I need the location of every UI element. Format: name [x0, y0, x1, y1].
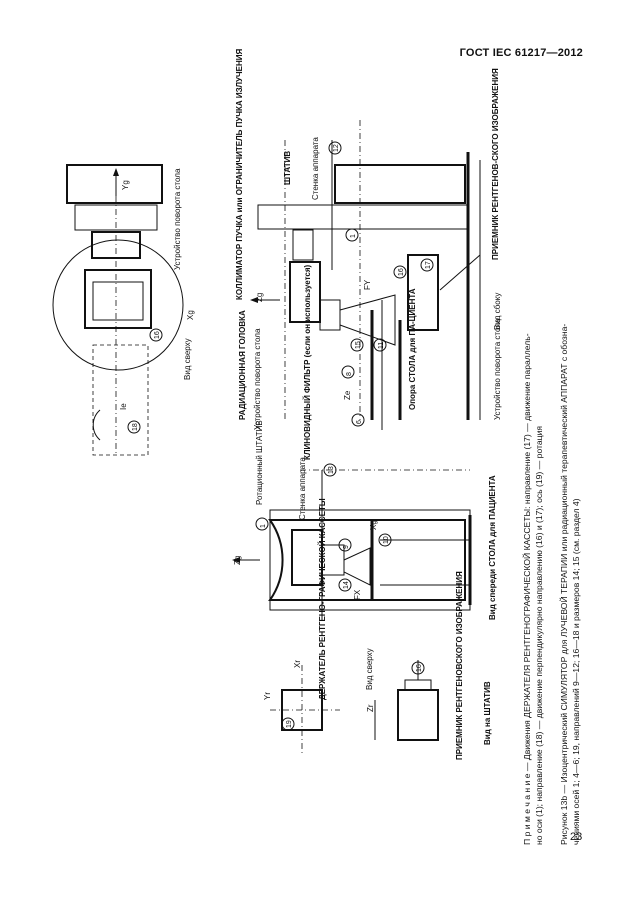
callout-1-bottom: 1 [260, 524, 267, 528]
axis-label-zg-bottom: Zg [233, 556, 242, 565]
standard-header: ГОСТ IEC 61217—2012 [459, 47, 583, 59]
label-view-above-top: Вид сверху [183, 338, 192, 380]
label-view-above-bottom: Вид сверху [365, 648, 374, 690]
collimator-body [84, 269, 152, 329]
stand-column [257, 204, 469, 230]
callout-18-top: 16 [398, 268, 405, 276]
callout-13: 13 [328, 466, 335, 474]
receptor-cap [404, 679, 432, 691]
page-number: 23 [570, 831, 583, 843]
cassette-holder-drawing [270, 660, 439, 755]
axis-label-yr: Yr [263, 692, 272, 700]
callout-circle [345, 228, 359, 242]
callout-circle [351, 413, 365, 427]
callout-1-top: 1 [350, 234, 357, 238]
callout-circle [338, 578, 352, 592]
axis-label-zg-top: Zg [255, 293, 264, 302]
callout-6: 6 [356, 420, 363, 424]
axis-label-xr: Xr [293, 660, 302, 668]
callout-circle [323, 463, 337, 477]
collimator-inner [92, 281, 144, 321]
label-image-receptor-bottom: ПРИЕМНИК РЕНТГЕНОВСКОГО ИЗОБРАЖЕНИЯ [455, 571, 464, 760]
axis-zg-head-bottom [232, 557, 240, 563]
callout-circle [341, 365, 355, 379]
callout-circle [373, 338, 387, 352]
axis-label-xg-bottom: Xg [369, 520, 378, 530]
label-view-stand: Вид на ШТАТИВ [483, 681, 492, 745]
label-wall-bottom: Стенка аппарата [298, 457, 307, 520]
callout-11: 11 [378, 342, 385, 349]
arm [292, 229, 314, 261]
label-image-receptor-top: ПРИЕМНИК РЕНТГЕНОВ-СКОГО ИЗОБРАЖЕНИЯ [491, 68, 500, 260]
rotation-arrow [92, 409, 101, 441]
label-stand-top: ШТАТИВ [283, 151, 292, 185]
callout-circle [420, 258, 434, 272]
label-table-rotation-top: Устройство поворота стола [173, 168, 182, 270]
label-view-side-top: Вид сбоку [493, 293, 502, 330]
axis-label-zr: Zr [366, 704, 375, 712]
wall-block [334, 164, 466, 204]
callout-15: 15 [355, 341, 362, 349]
callout-circle [328, 141, 342, 155]
receptor-block [397, 689, 439, 741]
axis-label-ie: Iе [119, 403, 128, 410]
callout-9: 9 [343, 545, 350, 549]
label-axis-xg-top: Xg [186, 310, 195, 320]
image-receptor [407, 254, 439, 331]
callout-16: 18 [132, 423, 139, 431]
callout-14: 14 [343, 581, 350, 589]
label-cassette-holder: ДЕРЖАТЕЛЬ РЕНТГЕНО-ГРАФИЧЕСКОЙ КАССЕТЫ [318, 498, 327, 700]
axis-label-fx: FX [353, 589, 362, 600]
label-wedge-filter: КЛИНОВИДНЫЙ ФИЛЬТР (если он используется… [303, 264, 312, 460]
callout-circle [393, 265, 407, 279]
label-radiation-head: РАДИАЦИОННАЯ ГОЛОВКА [238, 310, 247, 420]
callout-circle [338, 538, 352, 552]
callout-circle [127, 420, 141, 434]
view-above-top-drawing [52, 164, 184, 456]
callout-17: 17 [425, 261, 432, 269]
wedge-filter-block [319, 299, 341, 331]
axis-yg-head [113, 168, 119, 176]
front-view-drawing [232, 463, 472, 620]
caption-line-1: Рисунок 13b — Изоцентрический СИМУЛЯТОР … [558, 324, 569, 845]
label-rotational-stand: Ротационный ШТАТИВ [255, 420, 264, 505]
label-table-support: Опора СТОЛА для ПА-ЦИЕНТА [408, 288, 417, 410]
label-view-front: Вид спереди СТОЛА для ПАЦИЕНТА [488, 475, 497, 620]
beam-cone [339, 294, 396, 346]
callout-16-bottom: 16 [416, 664, 423, 672]
callout-19: 19 [286, 720, 293, 728]
label-table-rotation-right: Устройство поворота стола [493, 318, 502, 420]
table-outline [92, 344, 149, 456]
callout-circle [281, 717, 295, 731]
axis-label-ze-top: Ze [343, 390, 352, 400]
callout-circle [411, 661, 425, 675]
receptor-arm [439, 254, 481, 291]
rotation-disc [52, 239, 184, 371]
callout-circle [149, 328, 163, 342]
callout-circle [350, 338, 364, 352]
note-line-2: но оси (1); направление (18) — движение … [534, 426, 544, 845]
axis-label-yg: Yg [121, 180, 130, 190]
note-line-1: П р и м е ч а н и е — Движения ДЕРЖАТЕЛЯ… [521, 333, 532, 845]
callout-circle [378, 533, 392, 547]
label-collimator: КОЛЛИМАТОР ПУЧКА или ОГРАНИЧИТЕЛЬ ПУЧКА … [235, 48, 244, 300]
rotational-stand [268, 519, 466, 601]
axis-zg-head [250, 297, 258, 303]
collimator [289, 261, 321, 323]
caption-line-2: чениями осей 1; 4—6; 19, направлений 9—1… [571, 498, 581, 845]
callout-12: 12 [333, 144, 340, 152]
label-table-rotation-left: Устройство поворота стола [253, 328, 262, 430]
stand-block [66, 164, 163, 204]
callout-circle [255, 517, 269, 531]
callout-8: 8 [346, 372, 353, 376]
side-view-drawing [250, 120, 481, 430]
axis-label-fy: FY [363, 279, 372, 290]
callout-18: 16 [154, 331, 161, 339]
front-beam [343, 547, 371, 586]
callout-10: 10 [383, 536, 390, 544]
label-wall-top: Стенка аппарата [311, 137, 320, 200]
